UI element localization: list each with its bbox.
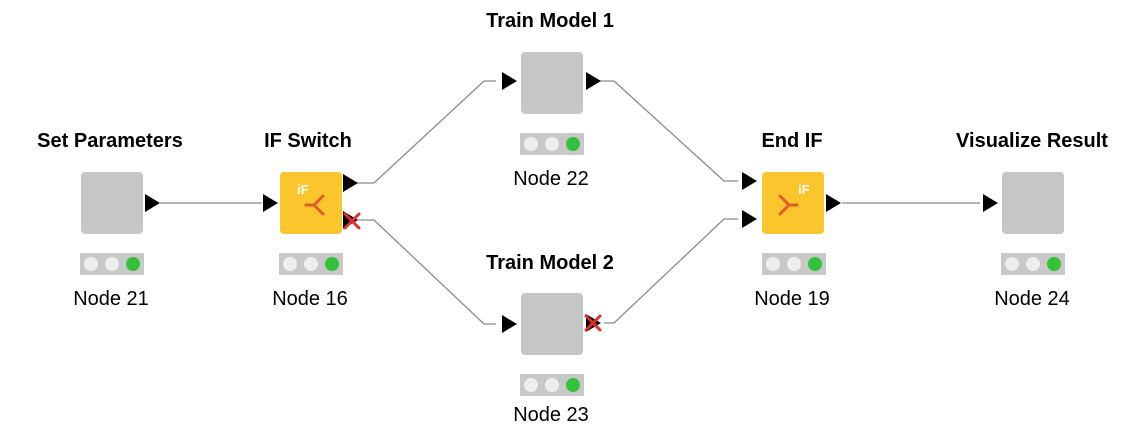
node-n19-box[interactable]: iF	[762, 172, 824, 234]
connection-n16-n22[interactable]	[356, 80, 496, 184]
status-indicator-n24	[1001, 253, 1065, 275]
node-label-n16[interactable]: Node 16	[272, 288, 348, 310]
node-title-set-parameters[interactable]: Set Parameters	[37, 130, 183, 152]
status-indicator-n16	[279, 253, 343, 275]
status-light-yellow	[1026, 257, 1040, 271]
output-port-n16-top[interactable]	[343, 174, 358, 192]
input-port-n23[interactable]	[502, 315, 517, 333]
status-light-green	[325, 257, 339, 271]
status-light-yellow	[545, 137, 559, 151]
node-label-n24[interactable]: Node 24	[994, 288, 1070, 310]
status-light-green	[1047, 257, 1061, 271]
status-light-green	[566, 137, 580, 151]
status-light-yellow	[787, 257, 801, 271]
connections	[160, 80, 980, 325]
node-label-n21[interactable]: Node 21	[73, 288, 149, 310]
status-light-red	[283, 257, 297, 271]
status-light-yellow	[105, 257, 119, 271]
status-light-red	[84, 257, 98, 271]
input-port-n19-top[interactable]	[742, 172, 757, 190]
node-title-train-model-1[interactable]: Train Model 1	[486, 10, 614, 32]
input-port-n24[interactable]	[983, 194, 998, 212]
node-n22-box[interactable]	[521, 52, 583, 114]
node-title-visualize-result[interactable]: Visualize Result	[956, 130, 1108, 152]
inactive-x-icon	[343, 212, 361, 230]
status-indicator-n19	[762, 253, 826, 275]
if-switch-icon: iF	[297, 182, 325, 216]
node-n16-box[interactable]: iF	[280, 172, 342, 234]
status-indicator-n22	[520, 133, 584, 155]
input-port-n22[interactable]	[502, 72, 517, 90]
svg-text:iF: iF	[297, 182, 309, 197]
status-light-red	[1005, 257, 1019, 271]
status-light-yellow	[304, 257, 318, 271]
output-port-n22[interactable]	[586, 72, 601, 90]
connection-n22-n19[interactable]	[600, 80, 738, 182]
inactive-markers	[343, 212, 602, 332]
status-light-yellow	[545, 378, 559, 392]
end-if-icon: iF	[778, 182, 810, 216]
status-indicator-n23	[520, 374, 584, 396]
status-light-red	[524, 378, 538, 392]
node-n24-box[interactable]	[1002, 172, 1064, 234]
status-indicator-n21	[80, 253, 144, 275]
output-port-n21[interactable]	[145, 194, 160, 212]
node-title-train-model-2[interactable]: Train Model 2	[486, 252, 614, 274]
node-title-if-switch[interactable]: IF Switch	[264, 130, 352, 152]
output-port-n19[interactable]	[826, 194, 841, 212]
connection-n16-n23[interactable]	[358, 219, 496, 325]
status-light-green	[126, 257, 140, 271]
connection-n23-n19[interactable]	[604, 218, 738, 324]
status-light-red	[766, 257, 780, 271]
node-label-n19[interactable]: Node 19	[754, 288, 830, 310]
status-light-green	[808, 257, 822, 271]
status-light-red	[524, 137, 538, 151]
input-port-n16[interactable]	[263, 194, 278, 212]
node-label-n22[interactable]: Node 22	[513, 168, 589, 190]
node-n21-box[interactable]	[81, 172, 143, 234]
node-title-end-if[interactable]: End IF	[761, 130, 823, 152]
node-n23-box[interactable]	[521, 293, 583, 355]
inactive-x-icon	[584, 314, 602, 332]
status-light-green	[566, 378, 580, 392]
node-label-n23[interactable]: Node 23	[513, 404, 589, 426]
svg-text:iF: iF	[798, 182, 810, 197]
input-port-n19-bottom[interactable]	[742, 210, 757, 228]
